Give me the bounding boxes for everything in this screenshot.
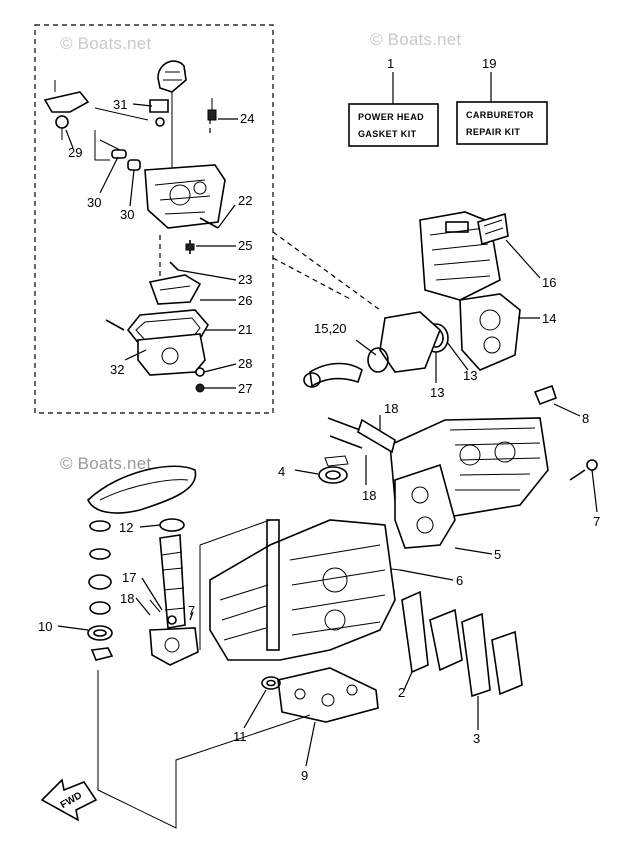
callout-7: 7 <box>593 514 600 529</box>
callout-12: 12 <box>119 520 133 535</box>
watermark: © Boats.net <box>370 30 462 49</box>
carburetor-group-boundary <box>34 24 274 414</box>
callout-6: 6 <box>456 573 463 588</box>
callout-4: 4 <box>278 464 285 479</box>
callout-13: 13 <box>463 368 477 383</box>
callout-19: 19 <box>482 56 496 71</box>
carburetor-repair-kit-box: CARBURETOR REPAIR KIT <box>456 72 548 145</box>
power-head-parts <box>209 384 598 661</box>
callout-21: 21 <box>238 322 252 337</box>
callout-16: 16 <box>542 275 556 290</box>
callout-9: 9 <box>301 768 308 783</box>
callout-8: 8 <box>582 411 589 426</box>
callout-32: 32 <box>110 362 124 377</box>
kit-line: REPAIR KIT <box>466 127 520 137</box>
kit-line: GASKET KIT <box>358 129 417 139</box>
callout-10: 10 <box>38 619 52 634</box>
watermark: © Boats.net <box>60 454 152 473</box>
callout-15-20: 15,20 <box>314 321 347 336</box>
callout-30: 30 <box>120 207 134 222</box>
callout-18: 18 <box>120 591 134 606</box>
callout-30: 30 <box>87 195 101 210</box>
kit-line: CARBURETOR <box>466 110 534 120</box>
carburetor-parts <box>43 60 226 393</box>
callout-26: 26 <box>238 293 252 308</box>
callout-7: 7 <box>188 603 195 618</box>
callout-11: 11 <box>233 729 247 744</box>
kit-line: POWER HEAD <box>358 112 424 122</box>
callout-14: 14 <box>542 311 556 326</box>
callout-18: 18 <box>362 488 376 503</box>
intake-parts <box>303 211 521 388</box>
forward-arrow: FWD <box>40 778 98 822</box>
callout-24: 24 <box>240 111 254 126</box>
watermark: © Boats.net <box>60 34 152 53</box>
callout-3: 3 <box>473 731 480 746</box>
gasket-plates <box>261 590 523 723</box>
callout-29: 29 <box>68 145 82 160</box>
callout-18: 18 <box>384 401 398 416</box>
callout-22: 22 <box>238 193 252 208</box>
leader-lines <box>57 103 598 767</box>
power-head-gasket-kit-box: POWER HEAD GASKET KIT <box>348 72 439 147</box>
callout-5: 5 <box>494 547 501 562</box>
callout-labels: 1 19 31 24 29 30 30 22 25 23 26 21 32 28… <box>38 56 600 783</box>
callout-31: 31 <box>113 97 127 112</box>
callout-25: 25 <box>238 238 252 253</box>
callout-2: 2 <box>398 685 405 700</box>
callout-1: 1 <box>387 56 394 71</box>
callout-23: 23 <box>238 272 252 287</box>
connector-line <box>272 231 381 311</box>
callout-27: 27 <box>238 381 252 396</box>
connector-line <box>272 257 353 301</box>
callout-13: 13 <box>430 385 444 400</box>
callout-17: 17 <box>122 570 136 585</box>
callout-28: 28 <box>238 356 252 371</box>
crankshaft-parts <box>87 465 311 829</box>
